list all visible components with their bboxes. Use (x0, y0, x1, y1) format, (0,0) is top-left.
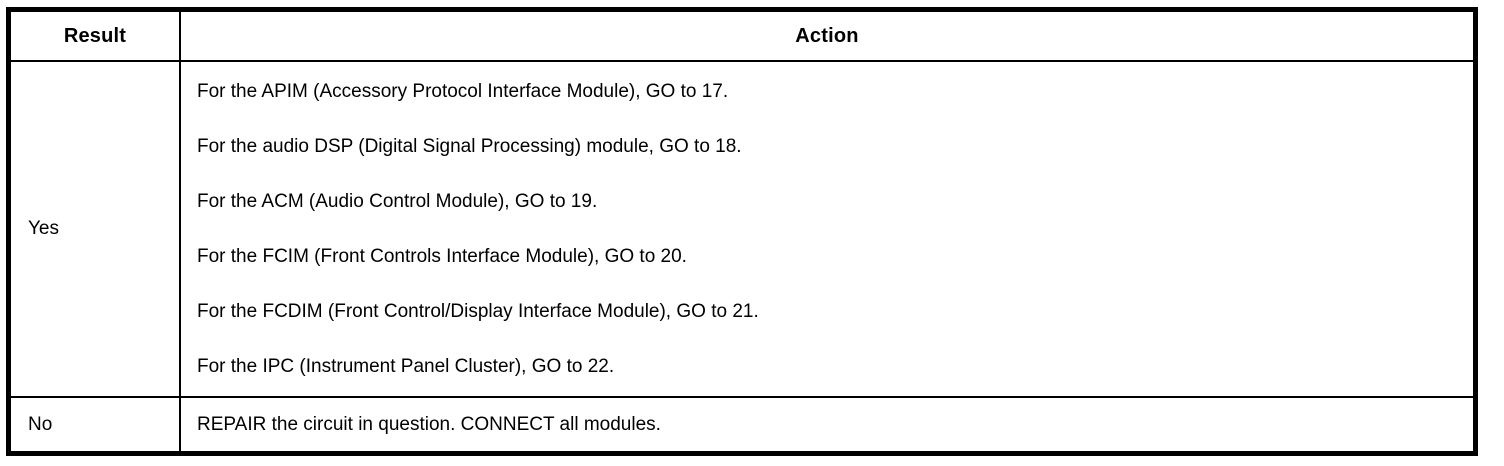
table-row-no: No REPAIR the circuit in question. CONNE… (7, 396, 1477, 455)
action-line-fcdim: For the FCDIM (Front Control/Display Int… (197, 300, 759, 322)
action-line-fcim: For the FCIM (Front Controls Interface M… (197, 245, 687, 267)
action-lines: For the APIM (Accessory Protocol Interfa… (197, 62, 1465, 396)
result-action-table: Result Action Yes For the APIM (Accessor… (6, 7, 1478, 456)
table-row-yes: Yes For the APIM (Accessory Protocol Int… (7, 60, 1477, 398)
action-line-ipc: For the IPC (Instrument Panel Cluster), … (197, 355, 615, 377)
action-line-apim: For the APIM (Accessory Protocol Interfa… (197, 80, 729, 102)
action-line-repair: REPAIR the circuit in question. CONNECT … (197, 413, 661, 435)
action-line-audio-dsp: For the audio DSP (Digital Signal Proces… (197, 135, 742, 157)
result-column-header: Result (7, 8, 181, 62)
action-lines: REPAIR the circuit in question. CONNECT … (197, 398, 1465, 451)
action-cell-no: REPAIR the circuit in question. CONNECT … (179, 396, 1477, 455)
header-row: Result Action (7, 8, 1477, 62)
result-cell-yes: Yes (7, 60, 181, 398)
action-cell-yes: For the APIM (Accessory Protocol Interfa… (179, 60, 1477, 398)
action-line-acm: For the ACM (Audio Control Module), GO t… (197, 190, 598, 212)
action-column-header: Action (179, 8, 1477, 62)
result-cell-no: No (7, 396, 181, 455)
